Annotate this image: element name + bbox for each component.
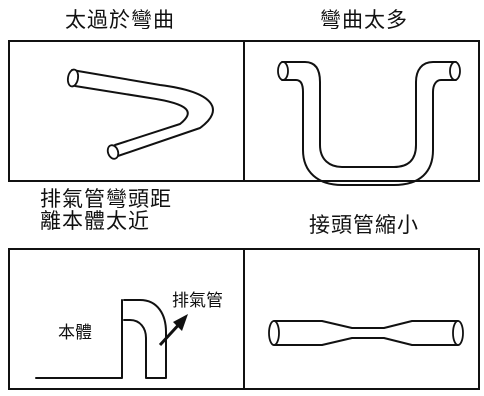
arrow-head-icon (173, 314, 188, 331)
caption-too-sharp-bend: 太過於彎曲 (65, 8, 175, 32)
caption-too-many-bends: 彎曲太多 (320, 8, 408, 32)
caption-elbow-too-close-line2: 離本體太近 (40, 209, 150, 233)
many-bends-pipe (277, 61, 461, 186)
caption-elbow-too-close-line1: 排氣管彎頭距 (40, 187, 172, 211)
caption-joint-narrowed: 接頭管縮小 (309, 213, 419, 237)
narrowed-joint-pipe (268, 320, 464, 346)
body-outline (35, 299, 123, 379)
sharp-bend-pipe (66, 68, 214, 160)
top-panel-divider (243, 40, 245, 182)
exhaust-label: 排氣管 (172, 291, 223, 311)
body-label: 本體 (58, 323, 92, 343)
bottom-panel-divider (243, 248, 245, 390)
caption-elbow-too-close: 排氣管彎頭距 離本體太近 (40, 188, 240, 232)
elbow-near-body: 本體 排氣管 (35, 291, 223, 379)
